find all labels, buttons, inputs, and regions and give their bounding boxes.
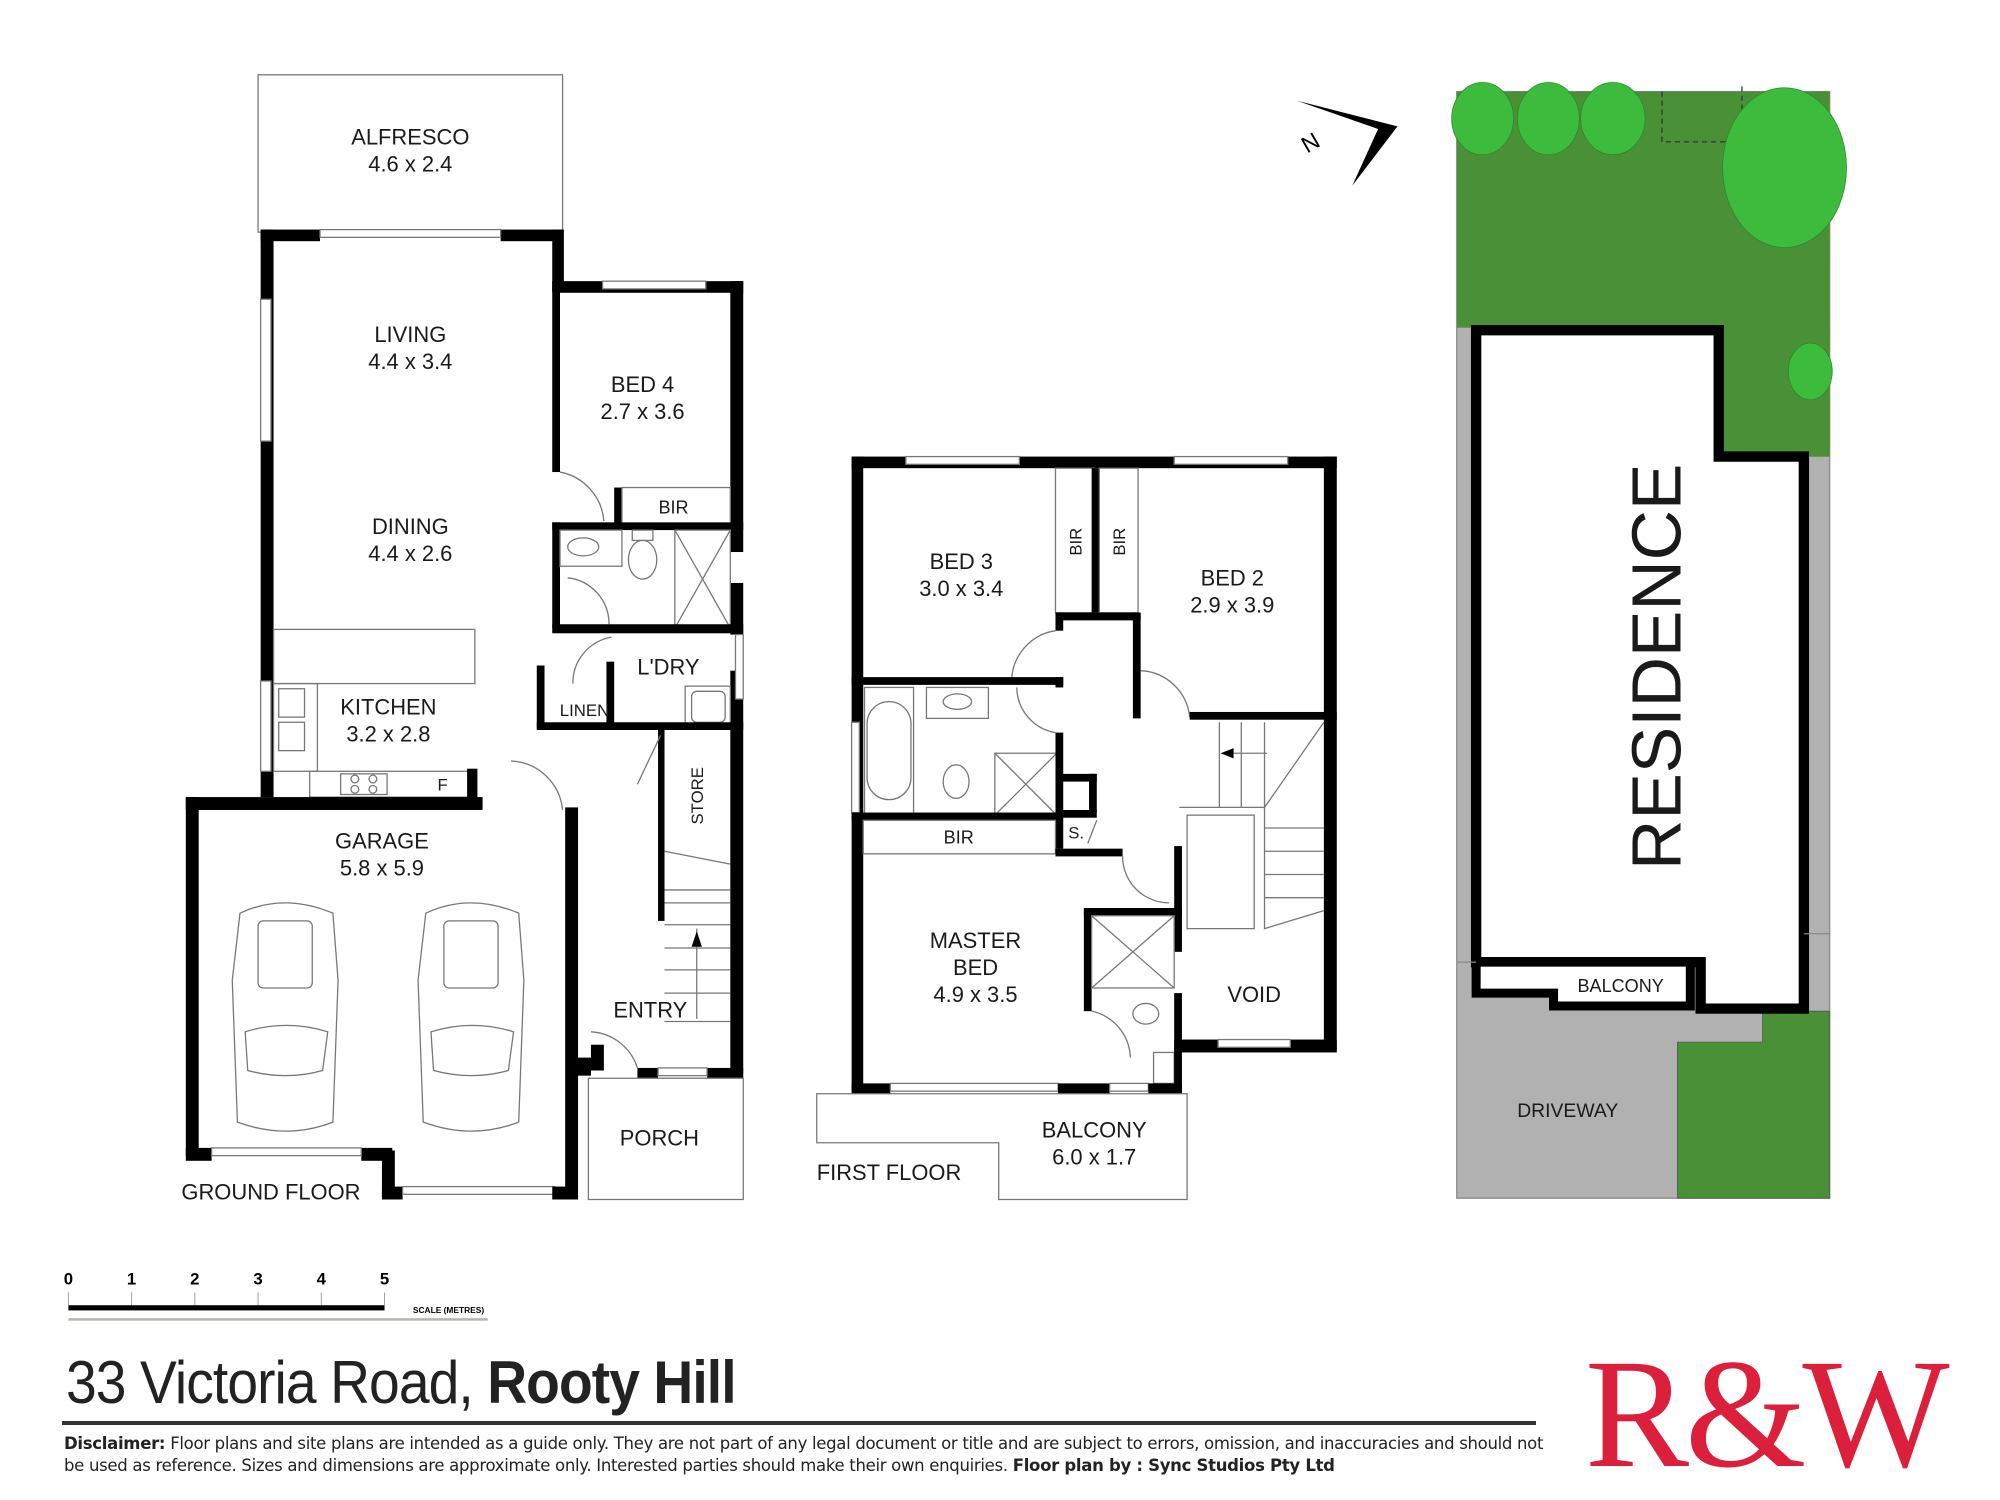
room-label-bed3: BED 3 <box>930 549 993 574</box>
room-label-bed4: BED 4 <box>611 372 674 397</box>
room-label-alfresco: ALFRESCO <box>351 124 469 149</box>
svg-text:5: 5 <box>380 1270 389 1289</box>
disclaimer: Disclaimer: Floor plans and site plans a… <box>64 1433 1544 1477</box>
address-suburb: Rooty Hill <box>487 1349 736 1416</box>
room-label-kitchen: KITCHEN <box>340 695 436 720</box>
room-label-master-bed: BED <box>953 955 998 980</box>
site-balcony-label: BALCONY <box>1578 976 1664 996</box>
room-size-living: 4.4 x 3.4 <box>368 349 452 374</box>
fridge-label: F <box>437 776 447 795</box>
room-size-alfresco: 4.6 x 2.4 <box>368 152 452 177</box>
room-label-store: STORE <box>688 767 707 824</box>
tree-icon <box>1451 82 1847 401</box>
svg-text:4: 4 <box>317 1270 327 1289</box>
agency-logo: R&W <box>1585 1327 1950 1500</box>
driveway-label: DRIVEWAY <box>1517 1100 1618 1122</box>
room-label-living: LIVING <box>374 322 446 347</box>
ground-floor-plan <box>185 74 744 1201</box>
room-label-linen: LINEN <box>560 701 609 720</box>
first-floor-label: FIRST FLOOR <box>817 1160 962 1185</box>
stair-down-arrow-icon <box>1220 748 1234 759</box>
svg-text:1: 1 <box>127 1270 136 1289</box>
room-size-bed3: 3.0 x 3.4 <box>919 576 1003 601</box>
floor-plan-credit: Floor plan by : Sync Studios Pty Ltd <box>1012 1456 1335 1475</box>
room-size-balcony: 6.0 x 1.7 <box>1052 1145 1136 1170</box>
room-label-dining: DINING <box>372 514 449 539</box>
property-address: 33 Victoria Road, Rooty Hill <box>66 1348 737 1417</box>
scale-label: SCALE (METRES) <box>413 1305 484 1315</box>
room-label-void: VOID <box>1227 982 1281 1007</box>
room-label-porch: PORCH <box>620 1125 699 1150</box>
site-plan <box>1451 82 1847 1199</box>
room-label-bed2: BED 2 <box>1201 566 1264 591</box>
room-size-bed4: 2.7 x 3.6 <box>601 399 685 424</box>
room-size-garage: 5.8 x 5.9 <box>340 856 424 881</box>
room-label-laundry: L'DRY <box>637 655 700 680</box>
first-floor-plan <box>816 455 1337 1201</box>
room-label-storage: S. <box>1068 823 1084 842</box>
disclaimer-label: Disclaimer: <box>64 1434 166 1453</box>
room-size-bed2: 2.9 x 3.9 <box>1190 593 1274 618</box>
svg-text:0: 0 <box>64 1270 73 1289</box>
room-label-balcony: BALCONY <box>1042 1118 1147 1143</box>
car-icon <box>417 902 525 1132</box>
title-divider <box>62 1421 1536 1425</box>
room-label-garage: GARAGE <box>335 829 429 854</box>
scale-bar: 0 1 2 3 4 5 SCALE (METRES) <box>64 1270 488 1321</box>
stair-up-arrow-icon <box>691 931 702 947</box>
room-label-master: MASTER <box>930 928 1021 953</box>
north-arrow-icon: N <box>1297 100 1398 186</box>
svg-text:2: 2 <box>190 1270 199 1289</box>
room-label-bir: BIR <box>658 497 688 517</box>
car-icon <box>231 902 339 1132</box>
ground-floor-label: GROUND FLOOR <box>181 1179 360 1204</box>
room-size-dining: 4.4 x 2.6 <box>368 541 452 566</box>
room-label-entry: ENTRY <box>613 998 687 1023</box>
room-size-master: 4.9 x 3.5 <box>933 982 1017 1007</box>
address-street: 33 Victoria Road, <box>66 1349 474 1416</box>
north-label: N <box>1297 127 1325 158</box>
svg-text:3: 3 <box>253 1270 262 1289</box>
room-size-kitchen: 3.2 x 2.8 <box>346 722 430 747</box>
balcony-area <box>816 1093 1188 1201</box>
room-label-bir-bed2: BIR <box>1110 528 1129 556</box>
disclaimer-text: Floor plans and site plans are intended … <box>64 1434 1544 1475</box>
room-label-bir-master: BIR <box>944 828 974 848</box>
room-label-bir-bed3: BIR <box>1066 528 1085 556</box>
residence-label: RESIDENCE <box>1617 464 1695 870</box>
